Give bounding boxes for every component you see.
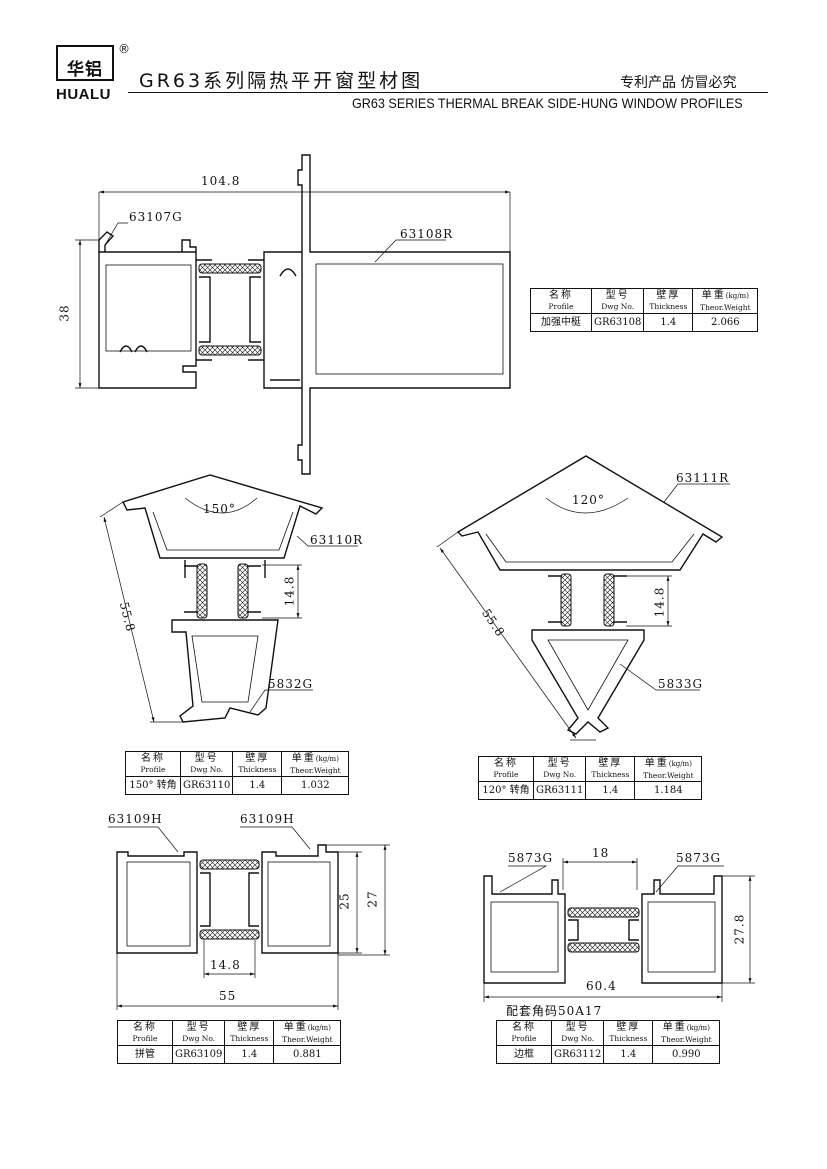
dim-height-drawing5: 27.8: [732, 913, 747, 945]
part-label-5832g: 5832G: [268, 677, 314, 691]
part-label-63110r: 63110R: [310, 533, 364, 547]
profile-63108r-chamber: [315, 263, 504, 375]
table-row: 120° 转角 GR63111 1.4 1.184: [478, 781, 703, 800]
drawing-63110: [99, 474, 358, 723]
thermal-strip-bottom: [198, 345, 262, 356]
thermal-strip-top: [198, 263, 262, 274]
dim-gap-drawing5: 18: [592, 846, 610, 860]
drawing-63108: [75, 154, 511, 475]
angle-label-150: 150°: [203, 502, 236, 516]
thermal-strip-left: [196, 563, 208, 619]
part-label-5833g: 5833G: [658, 677, 704, 691]
angle-label-120: 120°: [572, 493, 605, 507]
dim-width-drawing4: 55: [219, 989, 237, 1003]
patent-notice: 专利产品 仿冒必究: [620, 75, 737, 91]
dim-width-drawing1: 104.8: [201, 174, 241, 188]
part-label-63111r: 63111R: [676, 471, 730, 485]
dim-gap-drawing2: 14.8: [282, 575, 297, 607]
part-label-5873g-right: 5873G: [676, 851, 722, 865]
part-label-5873g-left: 5873G: [508, 851, 554, 865]
profile-63109h-right: [261, 844, 339, 954]
profile-63109h-left: [116, 851, 198, 954]
part-label-63109h-left: 63109H: [108, 812, 163, 826]
table-row: 边框 GR63112 1.4 0.990: [496, 1045, 721, 1064]
thermal-strip-bottom: [567, 942, 640, 953]
thermal-strip-bottom: [199, 929, 260, 940]
profile-63107g-chamber: [105, 264, 192, 352]
thermal-strip-right: [237, 563, 249, 619]
profile-5873g-left: [483, 875, 566, 984]
dim-gap-drawing4: 14.8: [210, 958, 241, 972]
accessory-note: 配套角码50A17: [506, 1004, 603, 1018]
table-row: 拼管 GR63109 1.4 0.881: [117, 1045, 342, 1064]
logo-box: 华铝: [56, 45, 114, 81]
profile-5873g-right: [641, 875, 723, 984]
registered-mark: ®: [118, 42, 130, 56]
thermal-strip-right: [603, 573, 615, 627]
part-label-63108r: 63108R: [400, 227, 454, 241]
drawing-63112: [483, 858, 755, 1002]
thermal-strip-left: [560, 573, 572, 627]
dim-gap-drawing3: 14.8: [652, 586, 667, 618]
page-title-cn: GR63系列隔热平开窗型材图: [139, 70, 424, 92]
dim-inner-drawing4: 25: [337, 892, 352, 910]
dim-outer-drawing4: 27: [365, 890, 380, 908]
page-title-en: GR63 SERIES THERMAL BREAK SIDE-HUNG WIND…: [352, 95, 743, 111]
drawing-63111: [436, 455, 730, 741]
profile-63108r: [297, 154, 511, 475]
drawing-63109: [108, 826, 390, 1010]
dim-width-drawing5: 60.4: [586, 979, 617, 993]
part-label-63107g: 63107G: [129, 210, 183, 224]
profile-5832g: [171, 619, 279, 723]
logo-text-cn: 华铝: [67, 60, 103, 80]
profile-63110r: [122, 474, 324, 559]
thermal-strip-top: [567, 907, 640, 918]
table-row: 150° 转角 GR63110 1.4 1.032: [125, 776, 350, 795]
table-row: 加强中梃 GR63108 1.4 2.066: [530, 313, 759, 332]
profile-63107g: [98, 239, 197, 389]
thermal-strip-top: [199, 859, 260, 870]
profile-5833g: [531, 629, 645, 735]
header-rule: [128, 92, 768, 93]
part-label-63109h-right: 63109H: [240, 812, 295, 826]
dim-height-drawing1: 38: [57, 304, 72, 322]
logo-text-en: HUALU: [56, 86, 111, 103]
